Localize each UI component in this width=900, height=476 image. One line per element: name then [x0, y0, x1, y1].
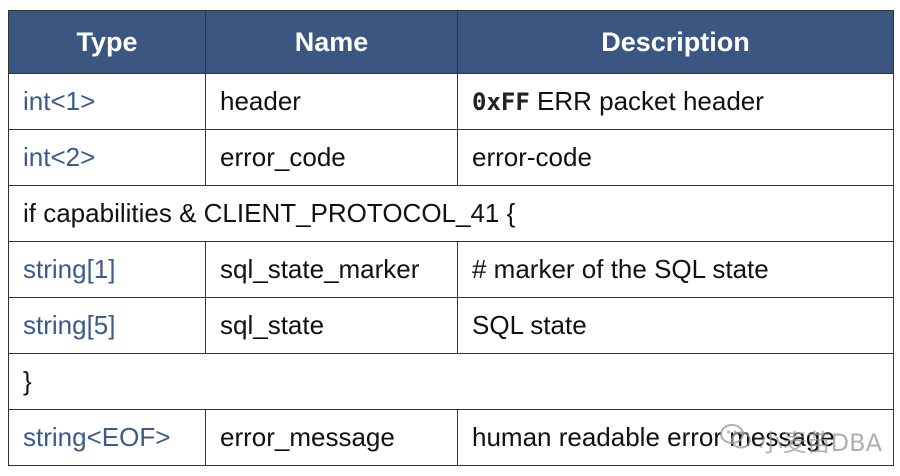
table-row: string[5] sql_state SQL state: [8, 297, 894, 354]
conditional-close-cell: }: [8, 353, 894, 410]
type-cell: string[1]: [8, 241, 206, 298]
description-cell: error-code: [457, 129, 894, 186]
header-name: Name: [205, 10, 458, 74]
name-cell: error_message: [205, 409, 458, 466]
conditional-open-row: if capabilities & CLIENT_PROTOCOL_41 {: [8, 185, 894, 242]
table-row: string<EOF> error_message human readable…: [8, 409, 894, 466]
description-cell: SQL state: [457, 297, 894, 354]
err-packet-table: Type Name Description int<1> header 0xFF…: [8, 10, 894, 466]
type-cell: string<EOF>: [8, 409, 206, 466]
name-cell: error_code: [205, 129, 458, 186]
name-cell: sql_state_marker: [205, 241, 458, 298]
type-cell: int<1>: [8, 73, 206, 130]
conditional-open-cell: if capabilities & CLIENT_PROTOCOL_41 {: [8, 185, 894, 242]
type-cell: string[5]: [8, 297, 206, 354]
table-header-row: Type Name Description: [8, 10, 894, 74]
table-row: int<1> header 0xFF ERR packet header: [8, 73, 894, 130]
type-cell: int<2>: [8, 129, 206, 186]
table-row: string[1] sql_state_marker # marker of t…: [8, 241, 894, 298]
description-cell: human readable error message: [457, 409, 894, 466]
header-description: Description: [457, 10, 894, 74]
description-cell: # marker of the SQL state: [457, 241, 894, 298]
header-type: Type: [8, 10, 206, 74]
name-cell: sql_state: [205, 297, 458, 354]
description-text: ERR packet header: [529, 86, 764, 116]
name-cell: header: [205, 73, 458, 130]
conditional-close-row: }: [8, 353, 894, 410]
code-literal: 0xFF: [472, 88, 530, 116]
table-row: int<2> error_code error-code: [8, 129, 894, 186]
err-packet-table-container: Type Name Description int<1> header 0xFF…: [8, 10, 894, 466]
description-cell: 0xFF ERR packet header: [457, 73, 894, 130]
